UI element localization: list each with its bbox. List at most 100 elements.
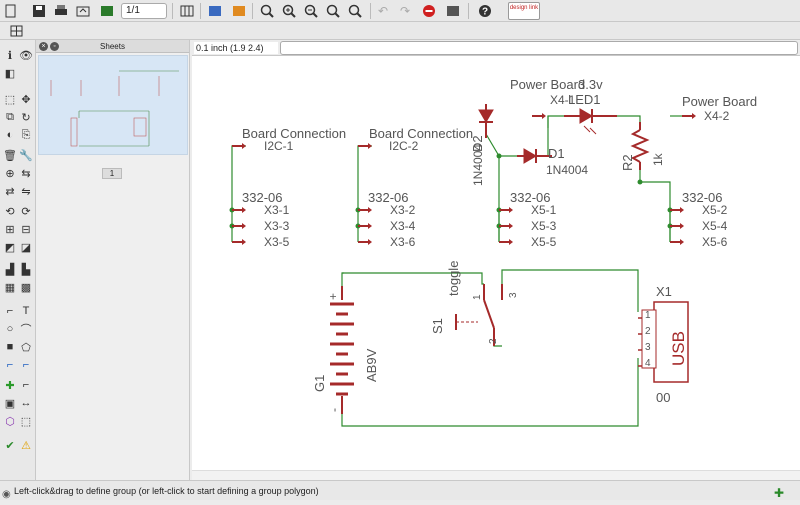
status-ok-icon[interactable]: ✚ (773, 486, 784, 500)
sheet-number[interactable]: 1 (102, 168, 122, 179)
label-conn-4: 332-06 (682, 190, 722, 205)
label-ab9v: AB9V (364, 348, 379, 382)
group-select-icon[interactable]: ⬚ (4, 93, 16, 106)
rect-icon[interactable]: ■ (6, 341, 14, 353)
mark-icon[interactable]: ⬚ (20, 415, 32, 428)
circle-icon[interactable]: ○ (6, 323, 14, 335)
secondary-toolbar (0, 22, 800, 40)
schematic-icon[interactable] (230, 2, 248, 20)
split-line-icon[interactable]: ▟ (5, 263, 15, 276)
erc-icon[interactable]: ✔ (5, 439, 15, 452)
miter-icon[interactable]: ◪ (20, 241, 32, 254)
label-r2: R2 (620, 154, 635, 171)
label-x3-6: X3-6 (390, 235, 416, 249)
polygon-icon[interactable]: ⬠ (21, 341, 31, 354)
redo-icon[interactable]: ↷ (399, 4, 411, 18)
invoke-icon[interactable]: ⟲ (5, 205, 15, 218)
label-conn-3: 332-06 (510, 190, 550, 205)
net-icon[interactable]: ⌐ (22, 359, 30, 371)
page-select[interactable]: 1/1 (121, 3, 167, 19)
rotate-icon[interactable]: ↻ (21, 111, 31, 124)
wire-icon[interactable]: ⌐ (6, 305, 14, 317)
label-usb-pin1: 1 (645, 310, 651, 321)
show-icon[interactable]: 👁 (19, 49, 33, 62)
grid-icon[interactable] (8, 22, 26, 40)
add-icon[interactable]: ⊕ (5, 167, 15, 180)
label-usb-00: 00 (656, 390, 670, 405)
float-icon[interactable]: ◦ (50, 42, 59, 51)
value-icon[interactable]: ⊟ (21, 223, 31, 236)
text-icon[interactable]: T (22, 305, 30, 317)
zoom-in-icon[interactable] (280, 2, 298, 20)
bend-icon[interactable]: ▙ (21, 263, 31, 276)
help-icon[interactable]: ? (476, 2, 494, 20)
label-s1: S1 (430, 318, 445, 334)
label-usb-pin3: 3 (645, 342, 651, 353)
label-x3-2: X3-2 (390, 203, 416, 217)
diode-d2 (478, 104, 494, 138)
label-1n4004-d2: 1N4004 (471, 144, 485, 186)
zoom-redraw-icon[interactable] (324, 2, 342, 20)
labels: Board Connection Board Connection I2C-1 … (242, 77, 757, 412)
label-i2c1: I2C-1 (264, 139, 294, 153)
cam-icon[interactable] (98, 2, 116, 20)
replace-icon[interactable]: ⇆ (21, 167, 31, 180)
stop-icon[interactable] (420, 2, 438, 20)
info-icon[interactable]: ℹ (7, 49, 13, 62)
junction-icon[interactable]: ✚ (5, 379, 15, 392)
design-link-logo[interactable]: design link (508, 2, 540, 20)
bus-icon[interactable]: ⌐ (6, 359, 14, 371)
thumbnail-preview (50, 70, 179, 147)
label-d2: D2 (470, 135, 485, 152)
delete-icon[interactable]: 🗑 (3, 149, 17, 162)
close-icon[interactable]: × (39, 42, 48, 51)
zoom-select-icon[interactable] (346, 2, 364, 20)
mirror-icon[interactable]: ◐ (6, 129, 14, 141)
paste-icon[interactable]: ⎘ (21, 128, 31, 141)
zoom-fit-icon[interactable] (258, 2, 276, 20)
sheets-panel: × ◦ Sheets 1 (36, 40, 190, 480)
schematic-drawing: Board Connection Board Connection I2C-1 … (229, 77, 757, 427)
arc-icon[interactable]: ⌒ (20, 324, 32, 336)
errors-icon[interactable]: ⚠ (21, 439, 31, 452)
switch-s1 (455, 284, 503, 346)
label-switch-pin2: 2 (488, 338, 499, 344)
split-icon[interactable]: ⟳ (21, 205, 31, 218)
dimension-icon[interactable]: ↔ (20, 397, 32, 409)
frame-icon[interactable]: ⬡ (5, 415, 15, 428)
label-icon[interactable]: ⌐ (22, 379, 30, 391)
export-icon[interactable] (74, 2, 92, 20)
print-icon[interactable] (52, 2, 70, 20)
pin-swap-icon[interactable]: ⇋ (21, 185, 31, 198)
layers-icon[interactable] (178, 2, 196, 20)
move-icon[interactable]: ✥ (21, 93, 31, 106)
label-x5-6: X5-6 (702, 235, 728, 249)
label-x4-1: X4-1 (550, 93, 576, 107)
undo-icon[interactable]: ↶ (377, 4, 389, 18)
change-icon[interactable]: 🔧 (19, 149, 33, 162)
main-toolbar: 1/1 ↶ ↷ ? design link (0, 0, 800, 22)
label-x5-5: X5-5 (531, 235, 557, 249)
board-icon[interactable] (206, 2, 224, 20)
route-icon[interactable]: ▩ (20, 281, 32, 294)
save-icon[interactable] (30, 2, 48, 20)
go-icon[interactable] (444, 2, 462, 20)
label-minus: - (327, 408, 341, 412)
sheet-thumbnail[interactable] (38, 55, 188, 155)
gate-swap-icon[interactable]: ⇄ (5, 185, 15, 198)
horizontal-scrollbar[interactable] (192, 470, 800, 480)
optimize-icon[interactable]: ▦ (4, 281, 16, 294)
copy-icon[interactable]: ⧉ (6, 110, 14, 123)
command-input[interactable] (280, 41, 798, 55)
zoom-out-icon[interactable] (302, 2, 320, 20)
new-file-icon[interactable] (2, 2, 20, 20)
sheets-title: Sheets (100, 42, 125, 51)
attribute-icon[interactable]: ▣ (4, 397, 16, 410)
display-icon[interactable]: ◧ (4, 67, 16, 80)
smash-icon[interactable]: ◩ (4, 241, 16, 254)
schematic-canvas[interactable]: Board Connection Board Connection I2C-1 … (192, 56, 800, 470)
label-led1: LED1 (568, 92, 601, 107)
name-icon[interactable]: ⊞ (5, 223, 15, 236)
label-plus: + (326, 293, 340, 300)
label-switch-pin3: 3 (508, 292, 519, 298)
